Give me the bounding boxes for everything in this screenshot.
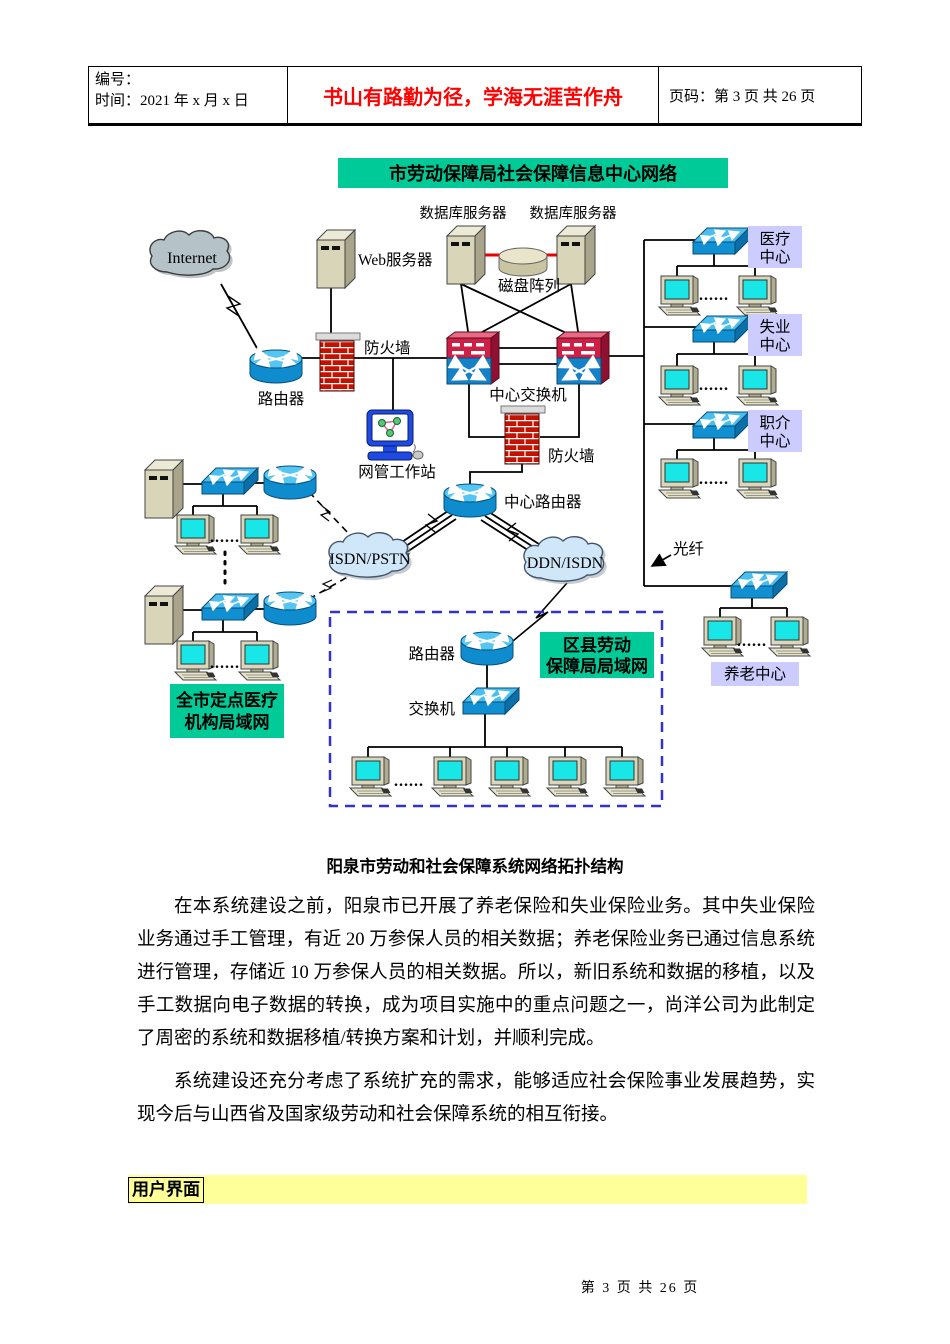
- city-medical-server-icon: [144, 585, 184, 645]
- db-server-right-icon: [556, 225, 596, 285]
- header-motto-cell: 书山有路勤为径，学海无涯苦作舟: [288, 67, 659, 123]
- city-medical-pc-icon: [238, 640, 281, 681]
- nms-workstation-label: 网管工作站: [358, 463, 436, 481]
- header-table: 编号： 时间：2021 年 x 月 x 日 书山有路勤为径，学海无涯苦作舟 页码…: [88, 66, 862, 126]
- unemployment-pc-icon: [658, 365, 701, 406]
- internet-label: Internet: [167, 250, 217, 267]
- db-server-label: 数据库服务器: [530, 205, 617, 222]
- firewall-inner-icon: [500, 405, 546, 465]
- city-medical-switch-icon: [202, 468, 258, 494]
- medical-center-label: 中心: [759, 248, 790, 266]
- medical-pc-icon: [658, 275, 701, 316]
- ellipsis: ......: [699, 287, 729, 304]
- county-pc-icon: [349, 756, 392, 797]
- county-router-icon: [461, 632, 513, 665]
- center-router-label: 中心路由器: [504, 493, 582, 511]
- network-topology-diagram: 市劳动保障局社会保障信息中心网络 医疗 中心 失业 中心 职介 中心 养老中心 …: [144, 158, 811, 808]
- web-server-label: Web服务器: [358, 251, 433, 269]
- ellipsis: ......: [699, 377, 729, 394]
- section-heading-bar: 用户界面: [128, 1175, 807, 1204]
- paragraph: 在本系统建设之前，阳泉市已开展了养老保险和失业保险业务。其中失业保险业务通过手工…: [137, 897, 815, 1049]
- header-page-cell: 页码：第 3 页 共 26 页: [659, 67, 861, 123]
- medical-center-box: [748, 226, 802, 268]
- pension-center-box: [711, 662, 799, 686]
- county-pc-icon: [546, 756, 589, 797]
- job-switch-icon: [693, 412, 749, 438]
- county-pc-icon: [431, 756, 474, 797]
- diagram-caption: 阳泉市劳动和社会保障系统网络拓扑结构: [326, 858, 624, 876]
- doc-time-label: 时间：2021 年 x 月 x 日: [95, 93, 249, 109]
- paragraph: 系统建设还充分考虑了系统扩充的需求，能够适应社会保险事业发展趋势，实现今后与山西…: [137, 1072, 815, 1125]
- db-server-label: 数据库服务器: [420, 205, 507, 222]
- motto-text: 书山有路勤为径，学海无涯苦作舟: [323, 86, 623, 109]
- city-medical-server-icon: [144, 459, 184, 519]
- ellipsis: ......: [210, 529, 240, 546]
- center-switch-label: 中心交换机: [489, 386, 567, 404]
- county-lan-dashed-box: [328, 610, 664, 808]
- page-number-label: 页码：第 3 页 共 26 页: [669, 88, 816, 105]
- unemployment-center-label: 中心: [759, 336, 790, 354]
- city-medical-lan-box: [170, 684, 284, 738]
- doc-number-label: 编号：: [95, 72, 141, 88]
- job-center-label: 中心: [759, 432, 790, 450]
- county-pc-icon: [488, 756, 531, 797]
- center-switch-right-icon: [557, 332, 609, 384]
- center-router-icon: [444, 484, 496, 517]
- job-pc-icon: [658, 458, 701, 499]
- ddn-isdn-label: DDN/ISDN: [527, 555, 604, 572]
- pension-pc-icon: [768, 616, 811, 657]
- firewall-label: 防火墙: [548, 447, 595, 465]
- city-medical-lan-label: 机构局域网: [185, 712, 270, 732]
- edge-router-icon: [250, 350, 302, 383]
- fiber-label: 光纤: [673, 540, 704, 558]
- medical-switch-icon: [693, 228, 749, 254]
- firewall-top-icon: [315, 332, 361, 392]
- county-router-label: 路由器: [408, 645, 455, 663]
- unemployment-center-label: 失业: [759, 318, 790, 336]
- disk-array-icon: [498, 247, 548, 277]
- web-server-icon: [316, 229, 356, 289]
- db-server-left-icon: [446, 225, 486, 285]
- city-medical-router-icon: [264, 466, 316, 499]
- ellipsis: ......: [394, 773, 424, 790]
- job-pc-icon: [736, 458, 779, 499]
- ellipsis: ......: [699, 471, 729, 488]
- isdn-pstn-label: ISDN/PSTN: [330, 551, 411, 568]
- pension-center-label: 养老中心: [724, 665, 786, 683]
- city-medical-pc-icon: [238, 514, 281, 555]
- edge-router-label: 路由器: [258, 390, 305, 408]
- diagram-title-box: [338, 158, 728, 188]
- job-center-label: 职介: [759, 414, 791, 432]
- county-lan-box: [540, 632, 654, 678]
- page-footer: 第 3 页 共 26 页: [580, 1281, 700, 1296]
- city-medical-router-icon: [264, 592, 316, 625]
- unemployment-pc-icon: [736, 365, 779, 406]
- connection-lines: [183, 239, 788, 758]
- medical-pc-icon: [736, 275, 779, 316]
- medical-center-label: 医疗: [759, 230, 790, 248]
- unemployment-switch-icon: [693, 316, 749, 342]
- diagram-title: 市劳动保障局社会保障信息中心网络: [389, 163, 677, 184]
- pension-switch-icon: [731, 572, 787, 598]
- county-lan-label: 区县劳动: [563, 635, 631, 655]
- nms-workstation-icon: [366, 409, 424, 461]
- unemployment-center-box: [748, 314, 802, 356]
- city-medical-lan-label: 全市定点医疗: [175, 690, 278, 710]
- body-text: 在本系统建设之前，阳泉市已开展了养老保险和失业保险业务。其中失业保险业务通过手工…: [137, 891, 815, 1132]
- disk-array-label: 磁盘阵列: [498, 276, 560, 295]
- job-center-box: [748, 410, 802, 452]
- center-switch-left-icon: [447, 332, 499, 384]
- city-medical-switch-icon: [202, 594, 258, 620]
- county-pc-icon: [603, 756, 646, 797]
- county-lan-label: 保障局局域网: [545, 656, 648, 676]
- firewall-label: 防火墙: [364, 339, 411, 357]
- section-heading: 用户界面: [128, 1176, 204, 1203]
- ellipsis: ......: [737, 633, 767, 650]
- county-switch-icon: [463, 688, 519, 714]
- header-meta-cell: 编号： 时间：2021 年 x 月 x 日: [89, 67, 288, 123]
- county-switch-label: 交换机: [408, 700, 455, 718]
- ellipsis: ......: [210, 655, 240, 672]
